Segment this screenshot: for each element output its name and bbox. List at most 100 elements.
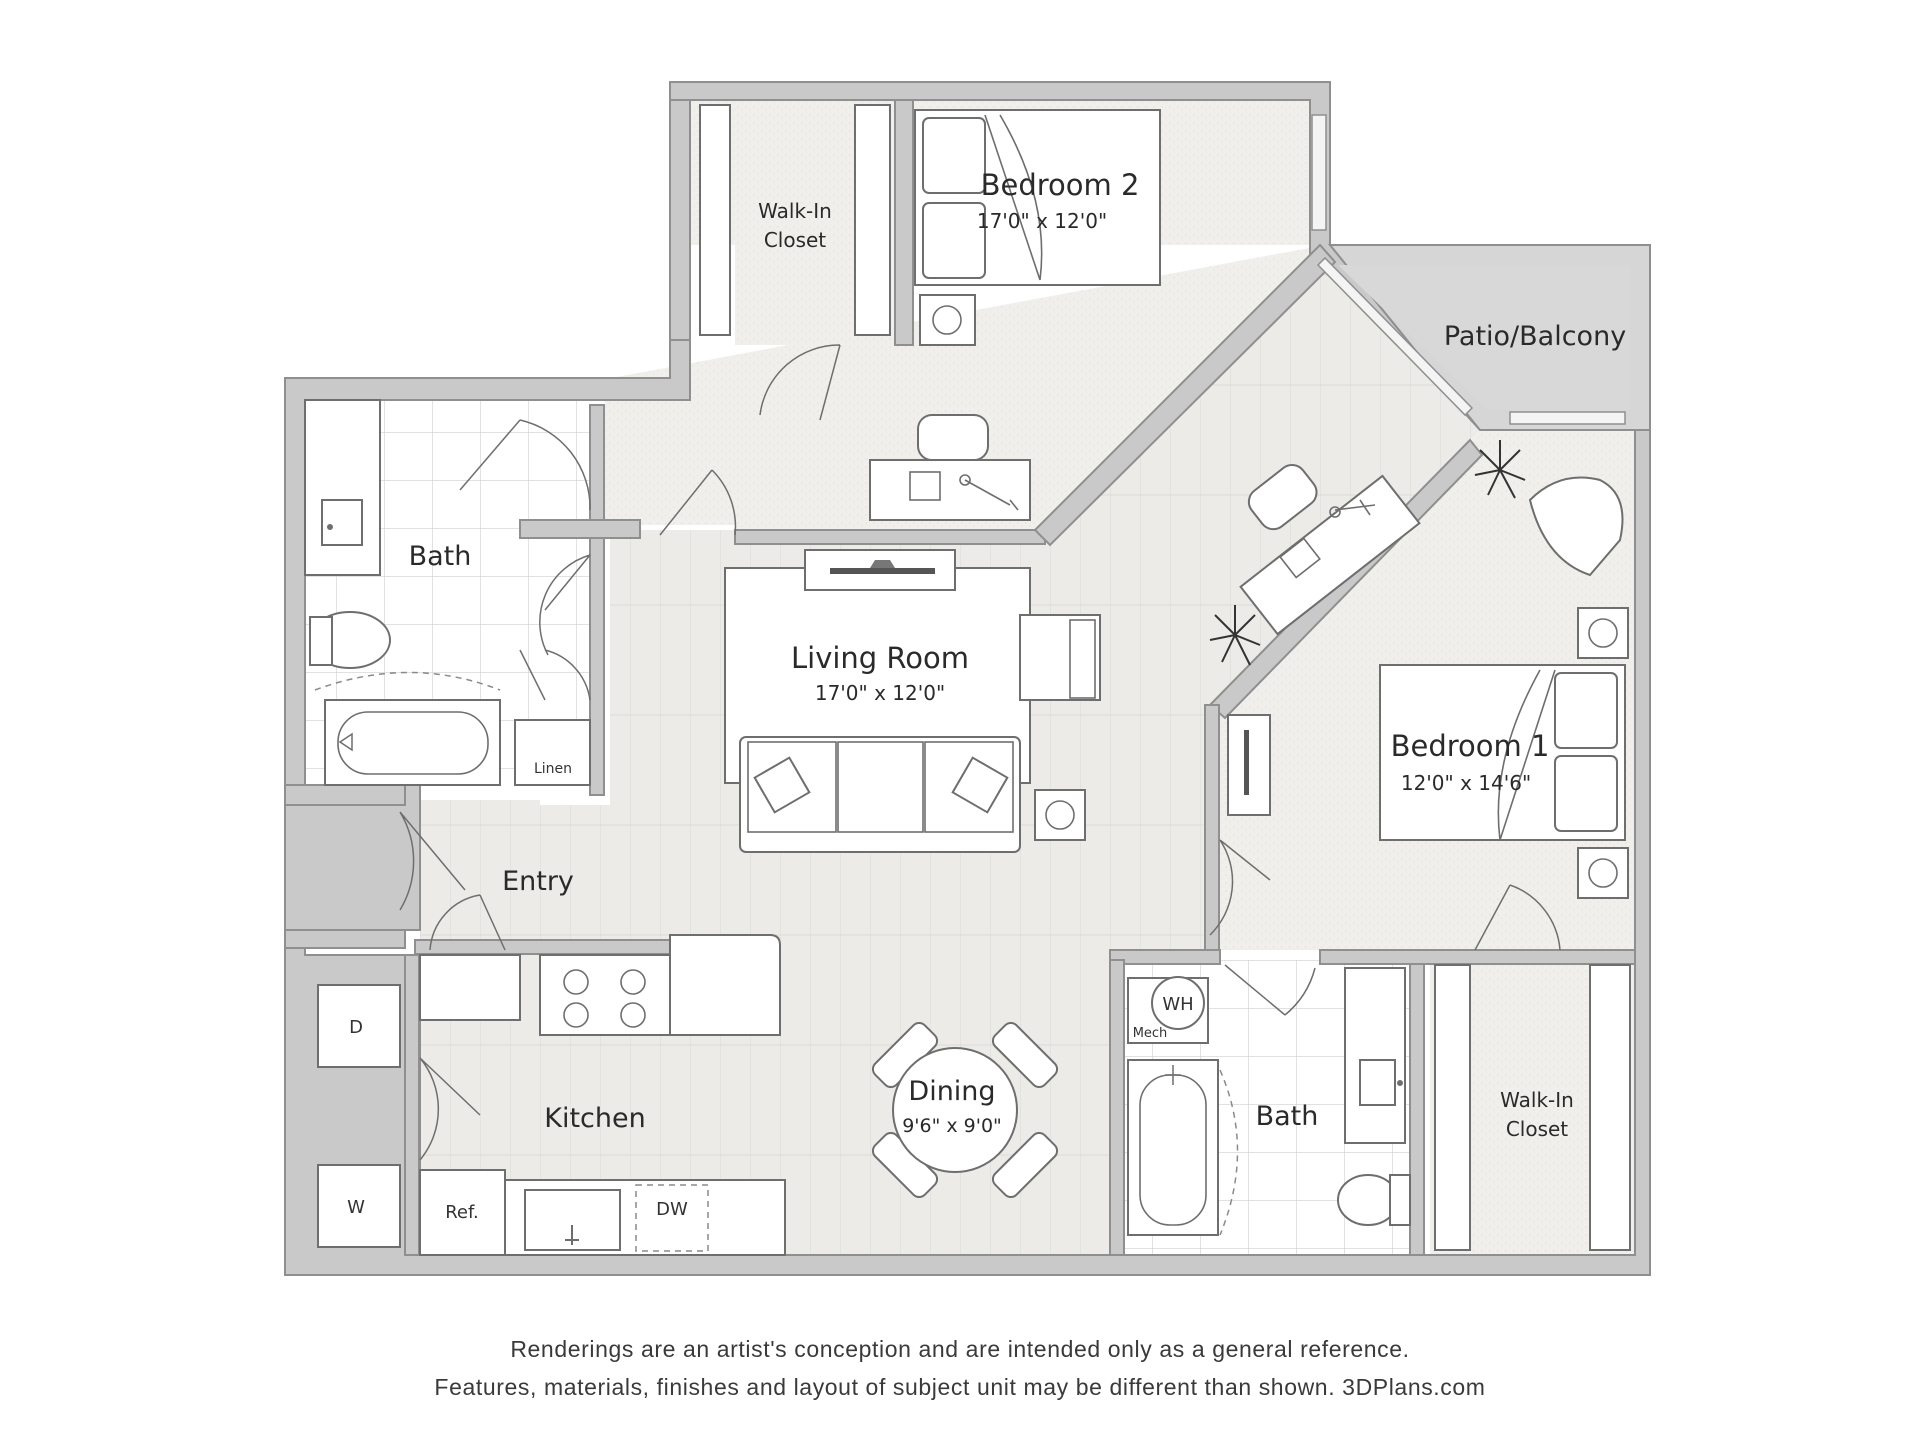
- bedroom2-closet-shelf-right: [854, 104, 891, 336]
- patio-door: [1509, 411, 1626, 425]
- dining-chairs: [871, 1021, 1059, 1199]
- desk-lamp-bedroom1-icon: [1334, 499, 1376, 516]
- nightstand-bedroom1-bottom: [1577, 847, 1629, 899]
- end-table-living: [1034, 789, 1086, 841]
- toilet-right-tank: [1389, 1174, 1411, 1226]
- wall-bedroom2-closet: [894, 99, 914, 346]
- wall-bedroom1-left: [1204, 704, 1220, 961]
- burner-1: [563, 969, 589, 995]
- bathtub-left-inner: [337, 711, 489, 775]
- bedroom1-label: Bedroom 1: [1391, 729, 1550, 763]
- desk-bedroom2: [869, 459, 1031, 521]
- sofa-cushion-1: [747, 741, 837, 833]
- armchair-back: [1069, 619, 1096, 699]
- bedroom1-dims: 12'0" x 14'6": [1401, 771, 1531, 795]
- bath-left-label: Bath: [409, 541, 472, 572]
- desk-lamp-b1-base-icon: [1329, 506, 1341, 518]
- living-dims: 17'0" x 12'0": [815, 681, 945, 705]
- sofa: [739, 736, 1021, 853]
- dryer: [317, 984, 401, 1068]
- mech-label: Mech: [1133, 1026, 1168, 1041]
- tub-drain-right-icon: [1165, 1065, 1181, 1085]
- chair-bedroom2: [917, 414, 989, 461]
- throw-pillow-2: [951, 756, 1009, 814]
- plant-bedroom1-icon: [1474, 440, 1526, 499]
- nightstand-bedroom1-top: [1577, 607, 1629, 659]
- wall-bath-bottom: [284, 784, 406, 806]
- chair-bedroom1: [1247, 463, 1318, 531]
- wall-bath-right-left: [1109, 959, 1125, 1256]
- sink-left: [321, 499, 363, 546]
- lamp-bedroom1-top-icon: [1588, 618, 1618, 648]
- throw-pillow-1: [753, 756, 811, 814]
- dishwasher: [635, 1184, 709, 1252]
- toilet-left-tank: [309, 616, 333, 666]
- wall-diagonal-left: [1033, 243, 1337, 547]
- laptop-bedroom1: [1279, 537, 1321, 579]
- bedroom2-label: Bedroom 2: [981, 168, 1140, 202]
- desk-lamp-bedroom2-icon: [964, 479, 1019, 511]
- dining-table: [892, 1047, 1018, 1173]
- wall-closet-inner-top: [669, 99, 691, 341]
- tv-bedroom1: [1244, 730, 1249, 795]
- walkin-closet-bottom-line1: Walk-In: [1500, 1088, 1574, 1112]
- sink-faucet-icon: [565, 1225, 579, 1245]
- window-bedroom2: [1311, 114, 1327, 231]
- laundry-door: [419, 1057, 481, 1161]
- closet-bottom-shelf-left: [1434, 964, 1471, 1251]
- linen-closet: [514, 719, 591, 786]
- pillow-bedroom1-a: [1554, 672, 1618, 749]
- wall-bedroom2-bottom-b: [734, 529, 1046, 545]
- shower-curtain-left: [314, 671, 501, 691]
- plant-living-icon: [1209, 605, 1261, 666]
- disclaimer-line-1: Renderings are an artist's conception an…: [510, 1336, 1410, 1362]
- nightstand-bedroom2: [919, 294, 976, 346]
- tub-drain-left-icon: [338, 732, 353, 752]
- walkin-closet-top-line1: Walk-In: [758, 199, 832, 223]
- water-heater: [1151, 976, 1205, 1030]
- desk-bedroom1: [1239, 474, 1421, 636]
- pillow-bedroom2-a: [922, 117, 986, 194]
- faucet-left: [327, 524, 333, 530]
- kitchen-closet-door: [429, 894, 506, 951]
- walkin-closet-bottom-line2: Closet: [1506, 1117, 1568, 1141]
- closet-bottom-shelf-right: [1589, 964, 1631, 1251]
- sofa-cushion-3: [924, 741, 1014, 833]
- linen-label: Linen: [534, 761, 572, 777]
- lamp-living-icon: [1045, 800, 1075, 830]
- closet-top-door: [759, 344, 841, 421]
- bath-right-door: [1224, 964, 1316, 1016]
- patio-slider: [1316, 256, 1474, 417]
- dining-dims: 9'6" x 9'0": [902, 1115, 1002, 1137]
- wall-bath-right: [589, 404, 605, 796]
- bath-left-door-2: [539, 554, 591, 656]
- dryer-label: D: [349, 1017, 363, 1038]
- living-label: Living Room: [791, 641, 969, 675]
- vanity-right: [1344, 967, 1406, 1144]
- closet-bottom-door: [1474, 884, 1561, 951]
- burner-2: [620, 969, 646, 995]
- patio-inner: [1338, 265, 1630, 410]
- bath-right-label: Bath: [1256, 1101, 1319, 1132]
- faucet-right: [1397, 1080, 1403, 1086]
- wall-kitchen-left: [404, 954, 420, 1256]
- tv-stand-icon: [870, 560, 895, 568]
- sofa-cushion-2: [837, 741, 924, 833]
- desk-lamp-base-icon: [959, 474, 971, 486]
- floor-plan: Linen: [284, 81, 1651, 1276]
- entry-label: Entry: [502, 866, 574, 897]
- laptop-bedroom2: [909, 471, 941, 501]
- lounge-chair-bedroom1: [1528, 476, 1624, 577]
- sink-right: [1359, 1059, 1396, 1106]
- lamp-bedroom1-bottom-icon: [1588, 858, 1618, 888]
- entry-door: [399, 811, 466, 911]
- dining-label: Dining: [908, 1076, 995, 1107]
- bedroom2-lower-floor: [520, 245, 1325, 545]
- burner-4: [620, 1002, 646, 1028]
- disclaimer-line-2: Features, materials, finishes and layout…: [434, 1374, 1486, 1400]
- refrigerator: [419, 1169, 506, 1256]
- blanket-bedroom2: [984, 114, 1043, 281]
- wall-entry-left: [284, 929, 406, 949]
- walkin-closet-top-line2: Closet: [764, 228, 826, 252]
- bedroom2-door: [659, 469, 737, 536]
